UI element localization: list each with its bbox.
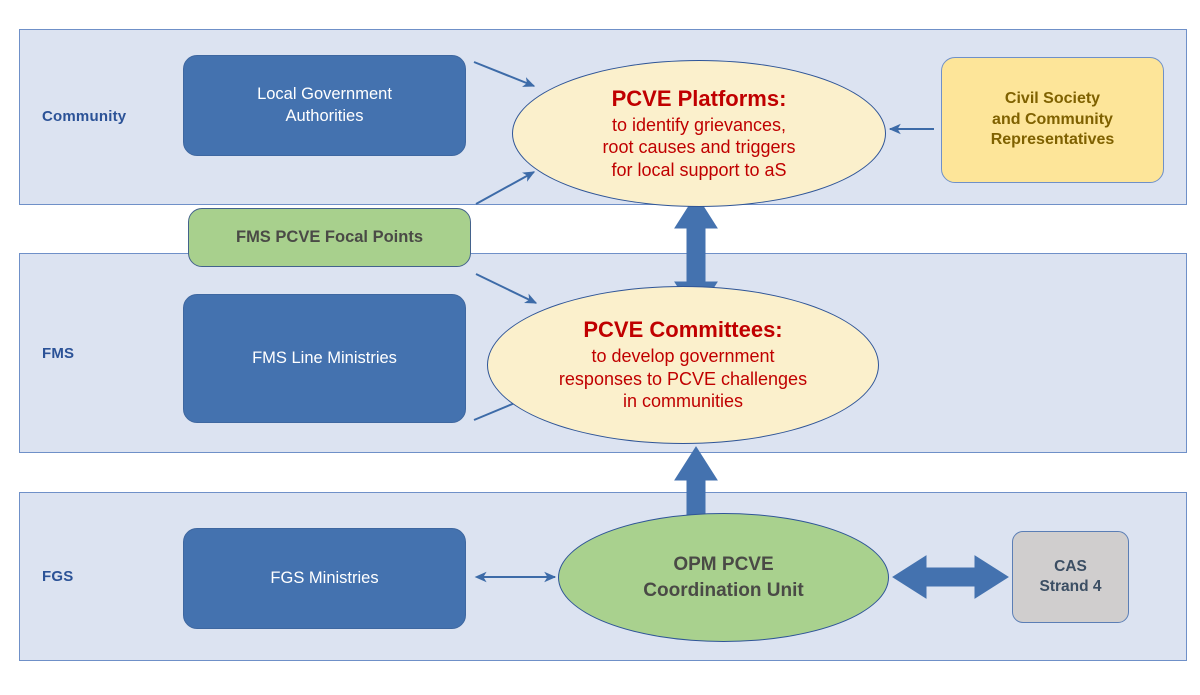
pcve-committees-title: PCVE Committees: <box>583 317 783 343</box>
pcve-committees-line-1: to develop government <box>591 346 775 367</box>
node-fms-line-ministries[interactable]: FMS Line Ministries <box>183 294 466 423</box>
fgs-ministries-label: FGS Ministries <box>270 568 379 587</box>
node-opm-pcve-coordination-unit[interactable]: OPM PCVE Coordination Unit <box>558 513 889 642</box>
node-pcve-committees[interactable]: PCVE Committees: to develop government r… <box>487 286 879 444</box>
node-pcve-platforms[interactable]: PCVE Platforms: to identify grievances, … <box>512 60 886 207</box>
civil-society-line-2: and Community <box>992 110 1113 128</box>
civil-society-line-1: Civil Society <box>1004 90 1101 108</box>
band-label-fms: FMS <box>42 345 75 362</box>
node-fms-pcve-focal-points[interactable]: FMS PCVE Focal Points <box>188 208 471 267</box>
band-label-fgs: FGS <box>42 568 74 585</box>
fms-focal-points-label: FMS PCVE Focal Points <box>235 227 424 246</box>
opm-line-1: OPM PCVE <box>673 554 774 576</box>
opm-line-2: Coordination Unit <box>643 579 804 601</box>
cas-line-1: CAS <box>1054 558 1087 576</box>
fms-line-ministries-label: FMS Line Ministries <box>252 348 397 367</box>
pcve-platforms-line-3: for local support to aS <box>611 159 787 180</box>
pcve-platforms-title: PCVE Platforms: <box>611 85 787 111</box>
lga-line-2: Authorities <box>285 106 364 125</box>
civil-society-line-3: Representatives <box>990 131 1115 149</box>
pcve-committees-line-2: responses to PCVE challenges <box>558 368 808 389</box>
node-cas-strand-4[interactable]: CAS Strand 4 <box>1012 531 1129 623</box>
pcve-platforms-line-2: root causes and triggers <box>602 137 796 158</box>
cas-line-2: Strand 4 <box>1039 578 1102 595</box>
lga-line-1: Local Government <box>257 85 392 104</box>
node-fgs-ministries[interactable]: FGS Ministries <box>183 528 466 629</box>
band-label-community: Community <box>42 108 127 125</box>
pcve-platforms-line-1: to identify grievances, <box>611 114 787 135</box>
pcve-committees-line-3: in communities <box>622 391 744 412</box>
node-local-government-authorities[interactable]: Local Government Authorities <box>183 55 466 156</box>
node-civil-society-representatives[interactable]: Civil Society and Community Representati… <box>941 57 1164 183</box>
